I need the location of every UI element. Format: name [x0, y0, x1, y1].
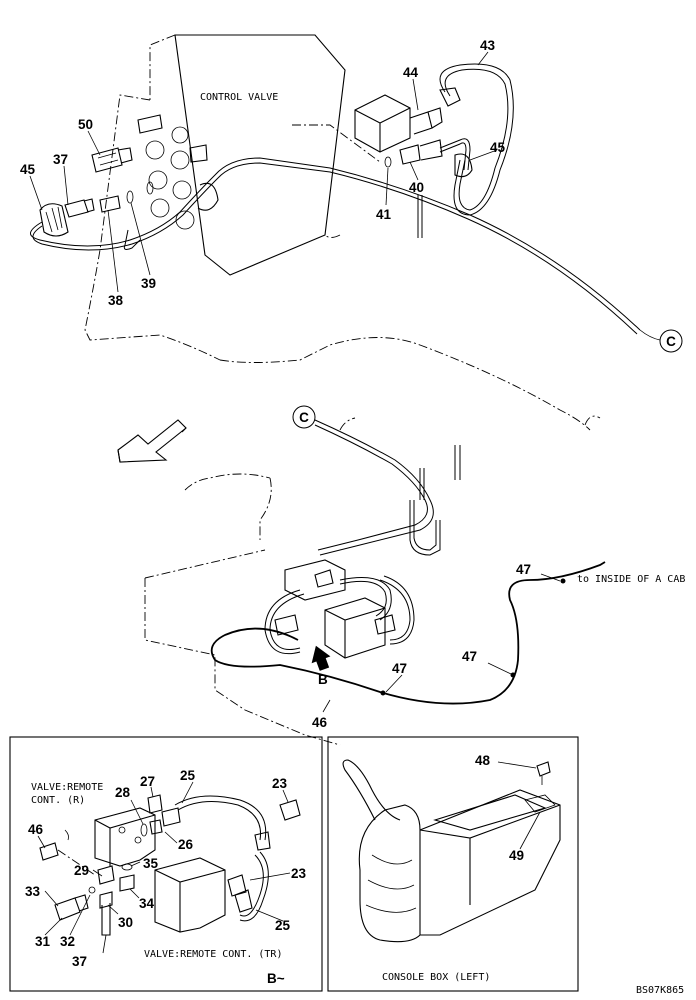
caption-console-box: CONSOLE BOX (LEFT) [382, 972, 490, 983]
console-box-detail-panel [327, 736, 579, 992]
part-number: 46 [312, 715, 328, 730]
part-number: 32 [60, 934, 75, 949]
caption-control-valve: CONTROL VALVE [200, 92, 278, 103]
part-number-labels: 43 44 45 50 37 45 41 40 38 39 47 47 47 4… [20, 38, 531, 969]
part-number: 49 [509, 848, 524, 863]
connector-c-top-label: C [666, 334, 676, 349]
remote-control-valves-mid [264, 559, 415, 659]
part-number: 27 [140, 774, 155, 789]
o-ring-41 [384, 156, 392, 168]
connector-c-bottom: C [292, 405, 316, 429]
caption-remote-tr: VALVE:REMOTE CONT. (TR) [144, 949, 282, 960]
part-number: 25 [180, 768, 196, 783]
part-number: 47 [392, 661, 407, 676]
part-number: 25 [275, 918, 291, 933]
part-number: 28 [115, 785, 131, 800]
connector-c-bottom-label: C [299, 410, 309, 425]
fitting-50 [91, 147, 133, 173]
fitting-40 [399, 139, 443, 165]
caption-view-b: B~ [267, 971, 285, 986]
part-number: 48 [475, 753, 491, 768]
part-number: 45 [20, 162, 36, 177]
part-number: 43 [480, 38, 496, 53]
part-number: 30 [118, 915, 133, 930]
view-b-arrow: B [311, 645, 331, 687]
part-number: 37 [72, 954, 87, 969]
part-number: 33 [25, 884, 41, 899]
part-number: 40 [409, 180, 424, 195]
view-b-letter: B [318, 672, 328, 687]
part-number: 26 [178, 837, 194, 852]
connector-c-top: C [639, 329, 683, 353]
part-number: 34 [139, 896, 155, 911]
part-number: 39 [141, 276, 156, 291]
caption-to-cab: to INSIDE OF A CAB [577, 574, 685, 585]
protector-45-left [39, 203, 69, 237]
console-box-detail [342, 759, 561, 943]
caption-remote-r-line2: CONT. (R) [31, 795, 85, 806]
caption-remote-r-line1: VALVE:REMOTE [31, 782, 103, 793]
part-number: 37 [53, 152, 68, 167]
part-number: 46 [28, 822, 44, 837]
remote-control-detail-panel [9, 736, 323, 992]
direction-arrow [117, 419, 187, 463]
leader-lines [29, 51, 561, 954]
fitting-38-39 [99, 181, 154, 213]
drawing-code: BS07K865 [636, 985, 684, 996]
fitting-37-top [64, 198, 95, 218]
protector-45-right [454, 153, 473, 178]
solenoid-block [354, 94, 443, 153]
part-number: 44 [403, 65, 419, 80]
part-number: 47 [516, 562, 531, 577]
part-number: 23 [291, 866, 307, 881]
remote-control-detail [39, 794, 301, 936]
part-number: 45 [490, 140, 506, 155]
control-valve-assembly [137, 34, 346, 276]
part-number: 35 [143, 856, 159, 871]
part-number: 47 [462, 649, 477, 664]
part-number: 41 [376, 207, 392, 222]
part-number: 29 [74, 863, 89, 878]
part-number: 50 [78, 117, 93, 132]
part-number: 31 [35, 934, 51, 949]
part-number: 23 [272, 776, 288, 791]
part-number: 38 [108, 293, 124, 308]
